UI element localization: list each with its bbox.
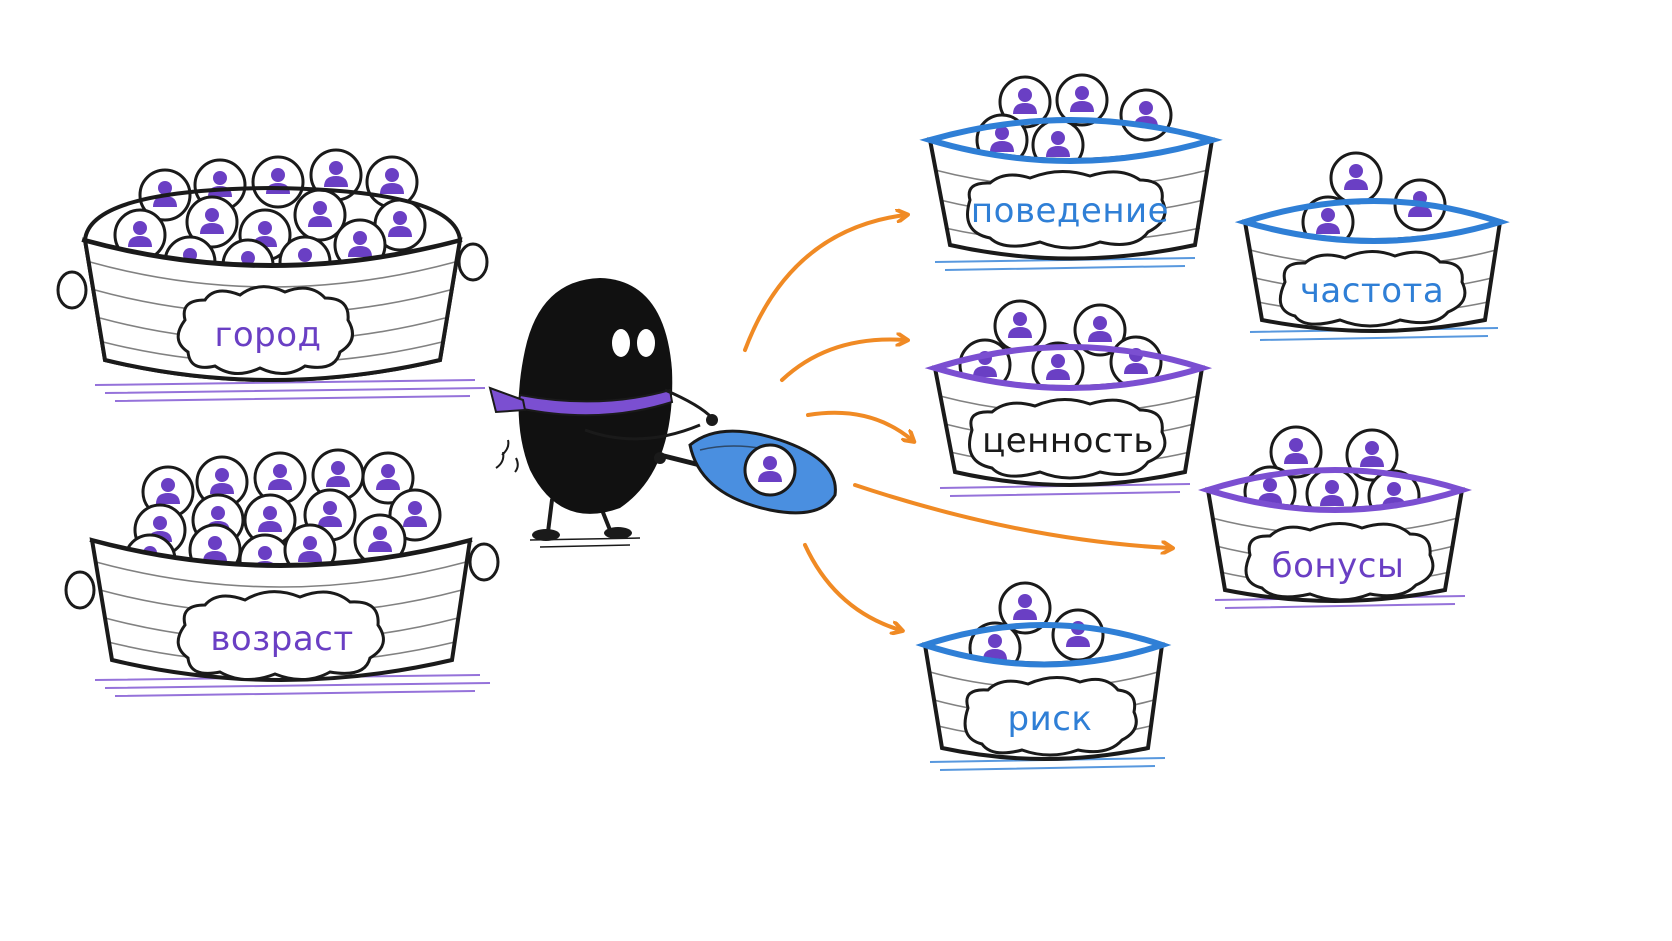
label-tag-age: возраст [176,590,385,681]
target-basket-value: ценность [924,299,1213,497]
target-basket-frequency: частота [1234,151,1510,341]
arrow-to-risk [803,543,900,630]
source-basket-age: возраст [64,448,500,697]
source-basket-city: город [56,148,489,402]
basket-label-city: город [214,315,321,355]
label-tag-city: город [176,285,354,375]
arrow-to-bonuses [853,483,1170,548]
scarf [488,386,674,417]
basket-shadow [94,379,486,402]
basket-label-frequency: частота [1300,271,1444,311]
basket-label-risk: риск [1008,699,1093,739]
basket-label-behavior: поведение [971,191,1169,231]
basket-label-bonuses: бонусы [1272,546,1405,586]
arrow-to-behavior [743,215,905,352]
target-basket-risk: риск [915,581,1172,771]
basket-label-age: возраст [210,619,353,659]
blob-character [488,278,718,548]
arrow-to-value-2 [806,410,912,440]
sorting-arrows [743,215,1170,630]
left-eye [612,329,630,357]
target-basket-bonuses: бонусы [1198,425,1472,609]
target-basket-behavior: поведение [919,73,1223,271]
basket-label-value: ценность [982,421,1154,461]
arrow-to-value [780,340,905,382]
scoop [657,429,837,515]
right-eye [637,329,655,357]
